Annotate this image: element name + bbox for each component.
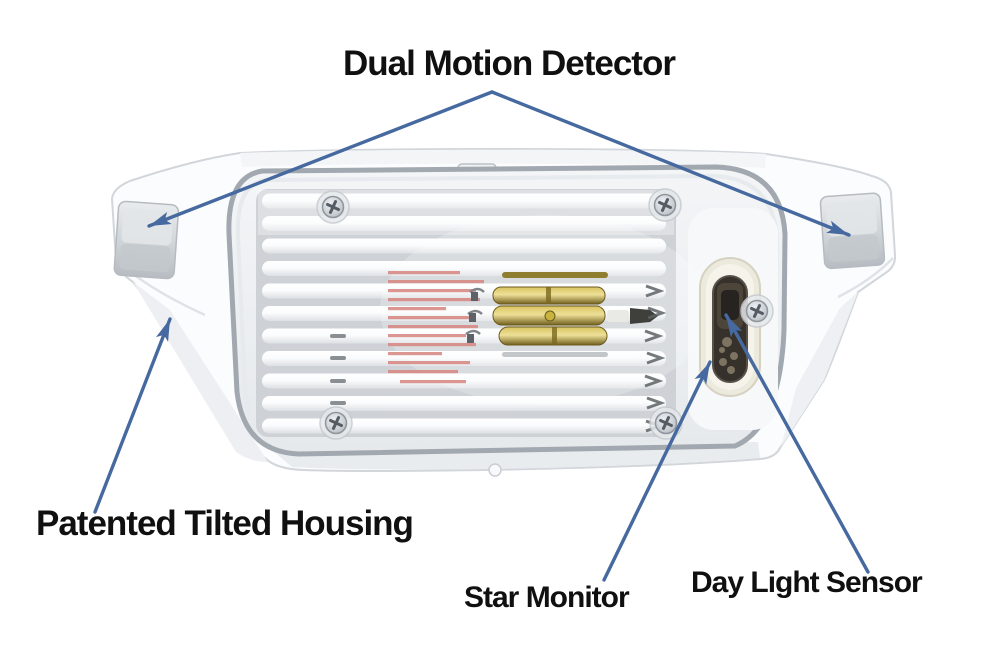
arrow-star-monitor [602,360,712,582]
screw-top-right [647,187,683,223]
fluorescent-tube-assembly [465,272,658,357]
label-day-light-sensor: Day Light Sensor [691,566,923,599]
annotation-arrows [93,90,870,582]
daylight-sensor-window [699,257,761,397]
warning-label-text [388,271,484,384]
lens-cover [226,163,788,457]
screw-top-left [315,189,351,225]
label-dual-motion-detector: Dual Motion Detector [343,44,676,83]
arrow-dual-motion-right [490,90,851,237]
arrow-day-light-sensor [724,313,870,574]
screw-sensor [739,293,775,329]
left-motion-sensor-window [113,200,180,280]
sensor-window-lower-section [719,337,738,374]
arrow-dual-motion-left [147,90,494,228]
label-patented-tilted-housing: Patented Tilted Housing [36,504,414,543]
housing-top-band [240,149,766,168]
screw-bottom-right [648,405,684,441]
arrow-tilted-housing [93,317,172,514]
right-motion-sensor-window [819,192,886,270]
housing-right-side-shade [781,292,858,447]
bottom-notch [488,463,502,477]
right-wing-crease [837,257,894,299]
screw-bottom-left [318,405,354,441]
label-star-monitor: Star Monitor [464,581,630,614]
